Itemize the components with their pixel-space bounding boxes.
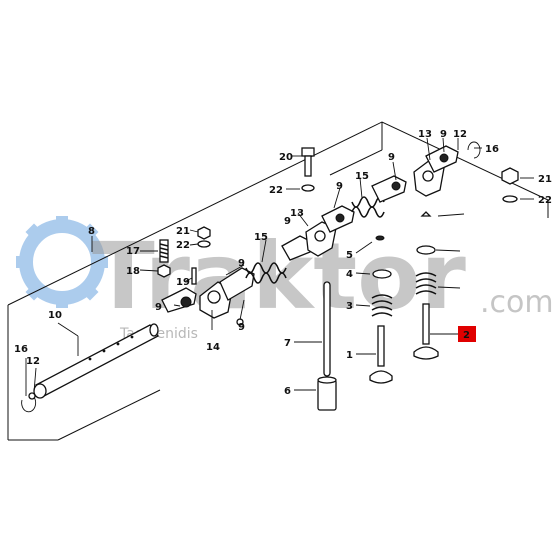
label-16-right[interactable]: 16 [485, 144, 499, 155]
label-9-top[interactable]: 9 [440, 129, 447, 140]
label-9-b[interactable]: 9 [284, 216, 291, 227]
label-15-mid[interactable]: 15 [355, 171, 369, 182]
label-22-left[interactable]: 22 [176, 240, 190, 251]
label-9-c[interactable]: 9 [238, 258, 245, 269]
label-19[interactable]: 19 [176, 277, 190, 288]
label-5-left[interactable]: 5 [346, 250, 353, 261]
rocker-shaft [21, 323, 159, 413]
label-13-right[interactable]: 13 [418, 129, 432, 140]
label-16-left[interactable]: 16 [14, 344, 28, 355]
highlight-part-2 [458, 326, 476, 342]
label-21-right[interactable]: 21 [538, 174, 552, 185]
label-14[interactable]: 14 [206, 342, 220, 353]
pin-19 [191, 267, 197, 285]
label-20[interactable]: 20 [279, 152, 293, 163]
valve-assembly-2 [413, 211, 439, 360]
label-9-e[interactable]: 9 [155, 302, 162, 313]
nut-21-left [197, 226, 211, 248]
label-13-left[interactable]: 13 [290, 208, 304, 219]
rocker-arm-group-middle [281, 205, 355, 261]
label-9-d[interactable]: 9 [238, 322, 245, 333]
bolt-20 [301, 147, 315, 192]
nut-21-right [501, 167, 519, 203]
label-3-left[interactable]: 3 [346, 301, 353, 312]
label-21-left[interactable]: 21 [176, 226, 190, 237]
rocker-arm-group-right [371, 141, 481, 203]
label-8[interactable]: 8 [88, 226, 95, 237]
label-4-left[interactable]: 4 [346, 269, 353, 280]
tappet-6 [317, 376, 337, 411]
watermark: Traktor .com Tagulenidis [16, 216, 554, 342]
label-9-mid[interactable]: 9 [336, 181, 343, 192]
label-22-top[interactable]: 22 [269, 185, 283, 196]
label-6[interactable]: 6 [284, 386, 291, 397]
shaft-spring-left [245, 262, 287, 284]
part-labels: 20 22 13 9 15 9 13 9 12 16 21 22 2 5 4 3… [14, 129, 552, 397]
leader-lines [25, 137, 534, 396]
valve-assembly-1 [369, 235, 393, 384]
label-9-upper[interactable]: 9 [388, 152, 395, 163]
rocker-arm-group-left [161, 267, 255, 326]
rocker-housing-outline [7, 121, 549, 441]
watermark-domain: .com [480, 285, 554, 320]
label-12-right[interactable]: 12 [453, 129, 467, 140]
label-22-right[interactable]: 22 [538, 195, 552, 206]
gear-logo-icon [16, 216, 108, 308]
label-7[interactable]: 7 [284, 338, 291, 349]
label-18[interactable]: 18 [126, 266, 140, 277]
adjusting-screw-17 [157, 239, 171, 278]
label-12-left[interactable]: 12 [26, 356, 40, 367]
label-15-left[interactable]: 15 [254, 232, 268, 243]
label-1[interactable]: 1 [346, 350, 353, 361]
label-2[interactable]: 2 [463, 330, 470, 341]
label-17[interactable]: 17 [126, 246, 140, 257]
push-rod-7 [323, 281, 331, 377]
label-10[interactable]: 10 [48, 310, 62, 321]
